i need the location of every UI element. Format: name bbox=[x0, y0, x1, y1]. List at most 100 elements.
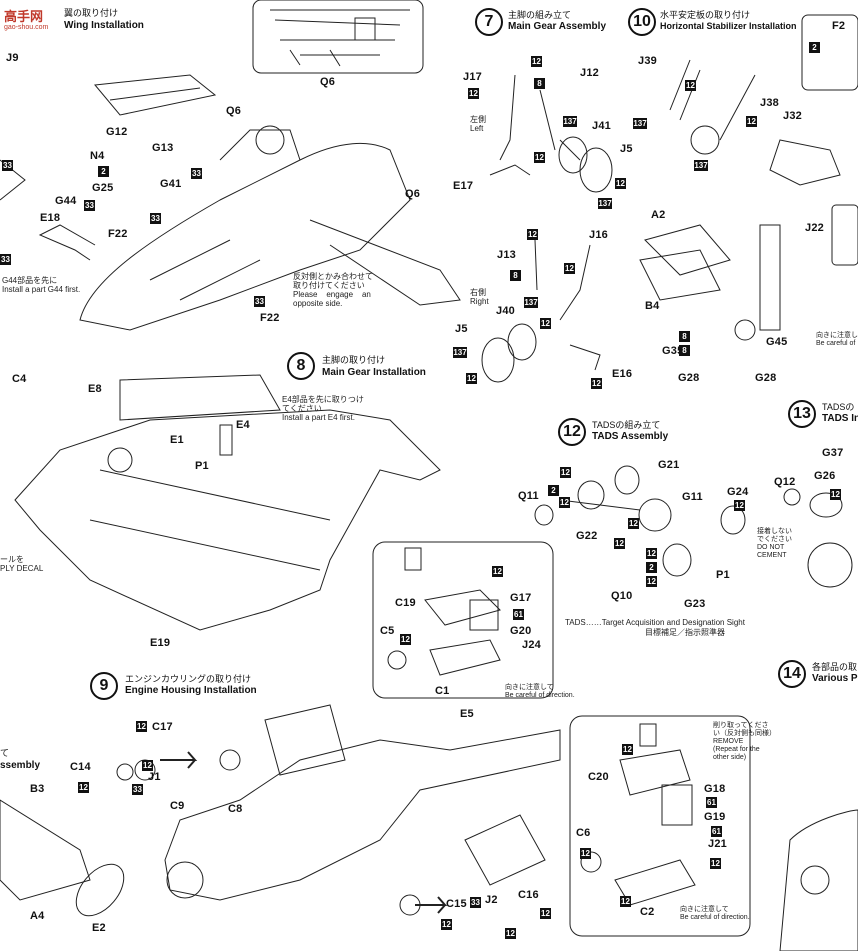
step-9-en: Engine Housing Installation bbox=[125, 685, 257, 696]
part-label: G12 bbox=[106, 126, 128, 138]
paint-code-box: 33 bbox=[84, 200, 95, 211]
paint-code-box: 12 bbox=[622, 744, 633, 755]
part-label: G23 bbox=[684, 598, 706, 610]
step-7-en: Main Gear Assembly bbox=[508, 21, 607, 32]
part-label: Q10 bbox=[611, 590, 633, 602]
paint-code-box: 8 bbox=[510, 270, 521, 281]
paint-code-box: 137 bbox=[694, 160, 708, 171]
note-careful-step8: 向きに注意して Be careful of direction. bbox=[505, 684, 575, 699]
paint-code-box: 33 bbox=[254, 296, 265, 307]
part-label: C16 bbox=[518, 889, 539, 901]
paint-code-box: 12 bbox=[559, 497, 570, 508]
paint-code-box: 61 bbox=[711, 826, 722, 837]
step-14-en: Various P bbox=[812, 673, 858, 684]
part-label: F22 bbox=[260, 312, 280, 324]
left-step-en: ssembly bbox=[0, 760, 41, 771]
step-8-number: 8 bbox=[287, 352, 315, 380]
paint-code-box: 12 bbox=[540, 908, 551, 919]
part-label: C4 bbox=[12, 373, 27, 385]
paint-code-box: 12 bbox=[564, 263, 575, 274]
part-label: G35 bbox=[662, 345, 684, 357]
paint-code-box: 33 bbox=[470, 897, 481, 908]
paint-code-box: 12 bbox=[560, 467, 571, 478]
note-right: 右側 Right bbox=[470, 288, 489, 306]
part-label: C17 bbox=[152, 721, 173, 733]
part-label: J12 bbox=[580, 67, 599, 79]
paint-code-box: 2 bbox=[548, 485, 559, 496]
part-label: J9 bbox=[6, 52, 19, 64]
part-e8 bbox=[119, 374, 281, 421]
paint-code-box: 2 bbox=[98, 166, 109, 177]
paint-code-box: 137 bbox=[453, 347, 467, 358]
step-7-jp: 主脚の組み立て bbox=[508, 10, 572, 20]
step-10-number: 10 bbox=[628, 8, 656, 36]
part-label: F22 bbox=[108, 228, 128, 240]
paint-code-box: 61 bbox=[513, 609, 524, 620]
wing-a4 bbox=[0, 799, 91, 901]
paint-code-box: 33 bbox=[132, 784, 143, 795]
paint-code-box: 12 bbox=[492, 566, 503, 577]
step-12-number: 12 bbox=[558, 418, 586, 446]
part-label: C20 bbox=[588, 771, 609, 783]
step-7-number: 7 bbox=[475, 8, 503, 36]
part-label: J21 bbox=[708, 838, 727, 850]
paint-code-box: 8 bbox=[534, 78, 545, 89]
step-13-en: TADS In bbox=[822, 413, 858, 424]
part-label: B3 bbox=[30, 783, 45, 795]
inset-step9 bbox=[569, 715, 751, 937]
paint-code-box: 12 bbox=[734, 500, 745, 511]
part-label: P1 bbox=[195, 460, 209, 472]
note-tads: TADS……Target Acquisition and Designation… bbox=[565, 618, 745, 627]
part-label: G18 bbox=[704, 783, 726, 795]
part-label: C1 bbox=[435, 685, 450, 697]
paint-code-box: 12 bbox=[540, 318, 551, 329]
paint-code-box: 33 bbox=[0, 254, 11, 265]
paint-code-box: 33 bbox=[150, 213, 161, 224]
paint-code-box: 12 bbox=[614, 538, 625, 549]
paint-code-box: 12 bbox=[620, 896, 631, 907]
paint-code-box: 12 bbox=[710, 858, 721, 869]
step-9-number: 9 bbox=[90, 672, 118, 700]
note-decal: ールを PLY DECAL bbox=[0, 555, 44, 573]
part-label: G22 bbox=[576, 530, 598, 542]
step-13-jp: TADSの bbox=[822, 402, 855, 412]
note-g44-first: G44部品を先に Install a part G44 first. bbox=[2, 276, 81, 294]
step-9-jp: エンジンカウリングの取り付け bbox=[125, 674, 252, 684]
part-label: E18 bbox=[40, 212, 61, 224]
part-label: G17 bbox=[510, 592, 532, 604]
wheel-j5 bbox=[579, 147, 613, 193]
part-label: Q12 bbox=[774, 476, 796, 488]
step-8-jp: 主脚の取り付け bbox=[322, 355, 386, 365]
part-label: E4 bbox=[236, 419, 250, 431]
stub-wing bbox=[309, 219, 461, 306]
part-label: G28 bbox=[755, 372, 777, 384]
paint-code-box: 12 bbox=[400, 634, 411, 645]
wing-install-jp: 翼の取り付け bbox=[64, 8, 119, 18]
part-label: Q6 bbox=[226, 105, 242, 117]
wheel-tail bbox=[690, 125, 720, 155]
part-label: C19 bbox=[395, 597, 416, 609]
part-label: C9 bbox=[170, 800, 185, 812]
part-label: G19 bbox=[704, 811, 726, 823]
paint-code-box: 12 bbox=[468, 88, 479, 99]
part-label: J38 bbox=[760, 97, 779, 109]
step-10-jp: 水平安定板の取り付け bbox=[660, 10, 751, 20]
fuselage-step9 bbox=[164, 729, 561, 901]
part-label: G41 bbox=[160, 178, 182, 190]
part-label: E5 bbox=[460, 708, 474, 720]
paint-code-box: 137 bbox=[524, 297, 538, 308]
step-12-en: TADS Assembly bbox=[592, 431, 669, 442]
engine-cowl bbox=[264, 704, 346, 776]
step-8-en: Main Gear Installation bbox=[322, 367, 426, 378]
left-step-jp: て bbox=[0, 748, 10, 758]
part-label: B4 bbox=[645, 300, 660, 312]
watermark-logo: 高手网 bbox=[4, 9, 44, 24]
part-label: C2 bbox=[640, 906, 655, 918]
note-careful-step9: 向きに注意して Be careful of direction. bbox=[680, 906, 750, 921]
part-label: G26 bbox=[814, 470, 836, 482]
paint-code-box: 12 bbox=[534, 152, 545, 163]
paint-code-box: 2 bbox=[809, 42, 820, 53]
part-label: J5 bbox=[455, 323, 468, 335]
paint-code-box: 12 bbox=[580, 848, 591, 859]
